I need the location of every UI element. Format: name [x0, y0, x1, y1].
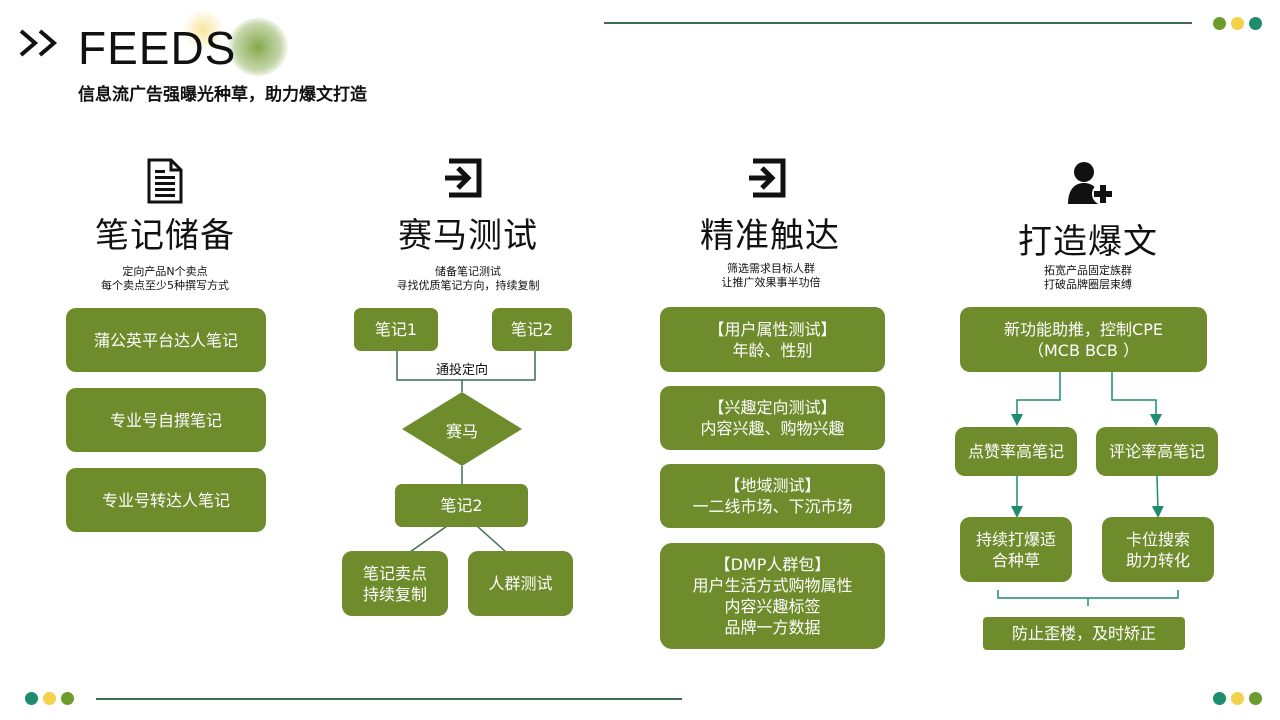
targeting-test-box: 【地域测试】 一二线市场、下沉市场 [660, 464, 885, 528]
decor-dot-teal [1249, 17, 1262, 30]
correction-box: 防止歪楼，及时矫正 [983, 617, 1185, 650]
decor-dot-green [1213, 17, 1226, 30]
dmp-box: 【DMP人群包】 用户生活方式购物属性 内容兴趣标签 品牌一方数据 [660, 543, 885, 649]
note-source-box: 蒲公英平台达人笔记 [66, 308, 266, 372]
column-title: 打造爆文 [1018, 222, 1158, 262]
column-title: 赛马测试 [398, 216, 538, 256]
boost-box: 新功能助推，控制CPE （MCB BCB ） [960, 307, 1207, 372]
column-subtitle: 储备笔记测试 寻找优质笔记方向，持续复制 [396, 265, 540, 292]
note-source-box: 专业号转达人笔记 [66, 468, 266, 532]
winner-note-box: 笔记2 [395, 484, 528, 527]
page-title: FEEDS [78, 22, 237, 74]
column-subtitle: 筛选需求目标人群 让推广效果事半功倍 [721, 262, 821, 289]
replicate-box: 笔记卖点 持续复制 [342, 551, 448, 616]
decor-dot-teal [25, 692, 38, 705]
document-icon [147, 158, 183, 208]
header-glow [180, 10, 226, 50]
decor-dot-yellow [1231, 17, 1244, 30]
column-title: 笔记储备 [95, 216, 235, 256]
decor-dot-yellow [43, 692, 56, 705]
double-chevron-icon [18, 28, 64, 62]
header-decoration [228, 18, 288, 76]
column-subtitle: 定向产品N个卖点 每个卖点至少5种撰写方式 [101, 265, 229, 292]
add-user-icon [1067, 160, 1115, 210]
conversion-result-box: 卡位搜索 助力转化 [1102, 517, 1214, 582]
top-divider [604, 22, 1192, 24]
decor-dot-teal [1213, 692, 1226, 705]
audience-test-box: 人群测试 [468, 551, 573, 616]
column-subtitle: 拓宽产品固定族群 打破品牌圈层束缚 [1044, 264, 1132, 291]
note-1-box: 笔记1 [354, 308, 438, 351]
decor-dot-green [61, 692, 74, 705]
targeting-test-box: 【用户属性测试】 年龄、性别 [660, 307, 885, 372]
targeting-test-box: 【兴趣定向测试】 内容兴趣、购物兴趣 [660, 386, 885, 450]
note-source-box: 专业号自撰笔记 [66, 388, 266, 452]
note-2-box: 笔记2 [492, 308, 572, 351]
decor-dot-green [1249, 692, 1262, 705]
likes-note-box: 点赞率高笔记 [955, 427, 1077, 476]
seeding-result-box: 持续打爆适 合种草 [960, 517, 1072, 582]
decor-dot-yellow [1231, 692, 1244, 705]
login-arrow-icon [441, 157, 483, 203]
comments-note-box: 评论率高笔记 [1096, 427, 1218, 476]
login-arrow-icon [745, 157, 787, 203]
column-title: 精准触达 [700, 216, 840, 256]
bottom-divider [96, 698, 682, 700]
connector-label: 通投定向 [412, 359, 512, 378]
page-subtitle: 信息流广告强曝光种草，助力爆文打造 [78, 85, 367, 105]
race-diamond [402, 392, 522, 466]
race-diamond-label: 赛马 [445, 422, 478, 441]
